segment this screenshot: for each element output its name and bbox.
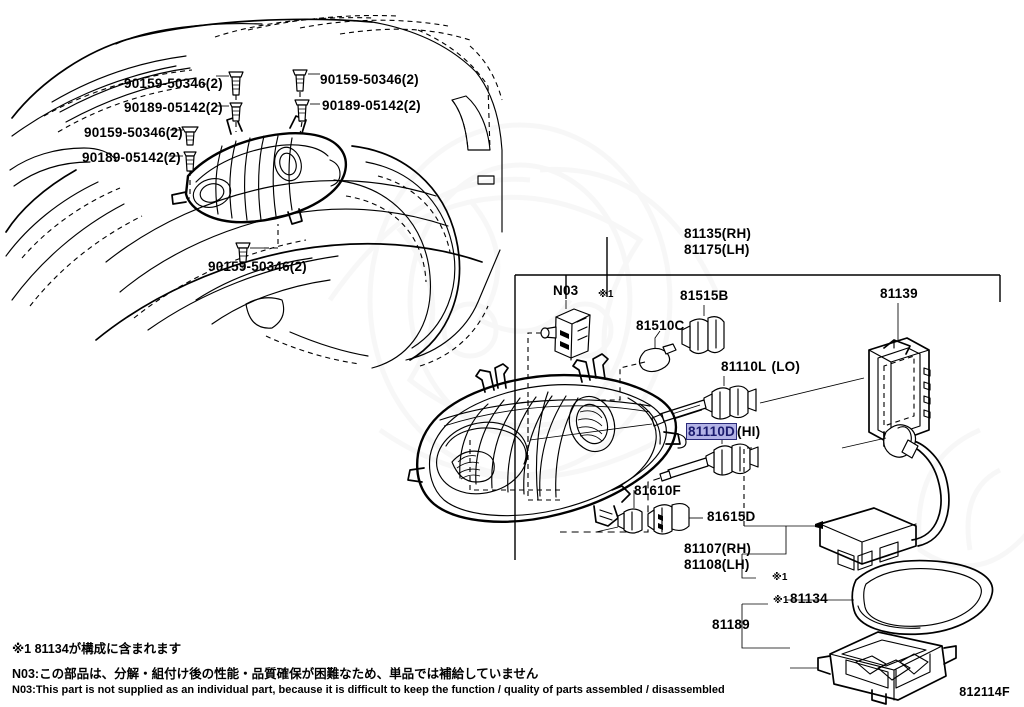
part-label-81108: 81108(LH) bbox=[684, 557, 750, 572]
part-label-81610f: 81610F bbox=[634, 483, 681, 498]
part-81189-module bbox=[790, 631, 957, 705]
part-label-81110l-number: 81110L bbox=[721, 359, 767, 374]
fastener-label-5: 90159-50346(2) bbox=[84, 125, 183, 140]
note-ref-japanese: ※1 81134が構成に含まれます bbox=[12, 642, 182, 656]
part-81134-gasket bbox=[804, 559, 994, 636]
fastener-label-1: 90159-50346(2) bbox=[124, 76, 223, 91]
part-81515b bbox=[681, 305, 725, 355]
part-81110l bbox=[529, 376, 865, 441]
part-label-81510c: 81510C bbox=[636, 318, 685, 333]
part-81510c bbox=[600, 330, 677, 401]
note-n03-japanese: N03:この部品は、分解・組付け後の性能・品質確保が困難なため、単品では補給して… bbox=[12, 667, 539, 681]
ref-mark-3: ※1 bbox=[773, 595, 789, 606]
part-n03 bbox=[527, 300, 591, 501]
fastener-label-2: 90159-50346(2) bbox=[320, 72, 419, 87]
part-label-n03: N03 bbox=[553, 283, 579, 298]
vehicle-fasteners bbox=[168, 69, 320, 270]
part-label-81515b: 81515B bbox=[680, 288, 729, 303]
part-81110d bbox=[560, 438, 759, 533]
diagram-code: 812114F bbox=[959, 685, 1010, 699]
part-label-81110d-highlighted[interactable]: 81110D(HI) bbox=[686, 423, 761, 440]
part-label-81139: 81139 bbox=[880, 286, 918, 301]
part-label-81110l: 81110L (LO) bbox=[721, 359, 800, 375]
part-label-81615d: 81615D bbox=[707, 509, 756, 524]
assembly-bracket bbox=[514, 237, 1001, 560]
note-n03-english: N03:This part is not supplied as an indi… bbox=[12, 684, 725, 696]
part-81139 bbox=[868, 303, 931, 451]
fastener-label-6: 90189-05142(2) bbox=[82, 150, 181, 165]
part-label-81107: 81107(RH) bbox=[684, 541, 752, 556]
assembly-header-rh: 81135(RH) bbox=[684, 226, 752, 241]
part-label-81110l-suffix: (LO) bbox=[771, 359, 801, 374]
fastener-label-4: 90189-05142(2) bbox=[322, 98, 421, 113]
installed-headlamp bbox=[171, 115, 347, 225]
ref-mark-2: ※1 bbox=[772, 572, 788, 583]
assembly-header-lh: 81175(LH) bbox=[684, 242, 750, 257]
part-label-81110d-suffix: (HI) bbox=[737, 424, 761, 439]
part-81107-ballast bbox=[743, 424, 950, 571]
vehicle-outline bbox=[5, 14, 503, 369]
part-label-81110d-number[interactable]: 81110D bbox=[686, 423, 737, 440]
part-81610f bbox=[595, 490, 643, 534]
part-label-81134: 81134 bbox=[790, 591, 828, 606]
headlamp-assembly bbox=[407, 353, 687, 527]
ref-mark-1: ※1 bbox=[598, 289, 614, 300]
fastener-label-3: 90189-05142(2) bbox=[124, 100, 223, 115]
right-leaders bbox=[741, 526, 806, 649]
fastener-label-7: 90159-50346(2) bbox=[208, 259, 307, 274]
part-label-81189: 81189 bbox=[712, 617, 750, 632]
part-81615d bbox=[647, 502, 703, 535]
